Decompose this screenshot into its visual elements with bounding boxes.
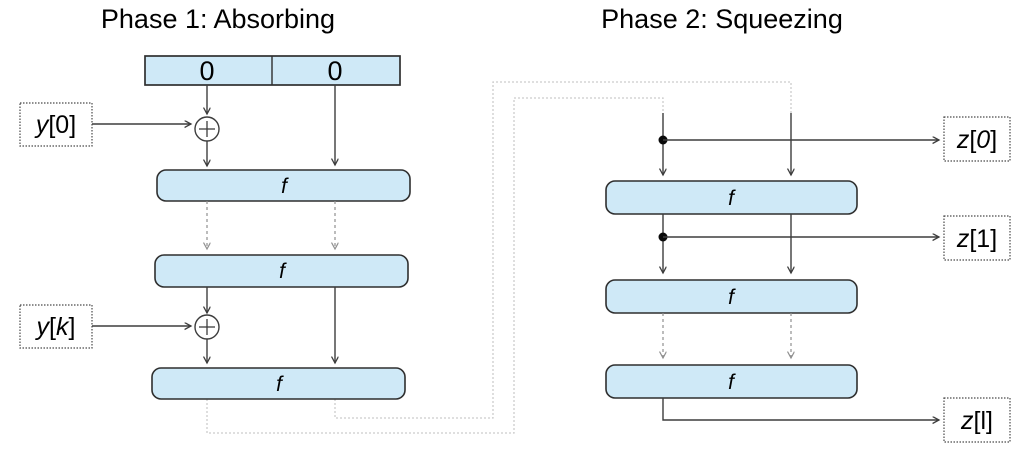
output-box-z1: z[1] <box>943 215 1011 261</box>
state-register: 0 0 <box>144 55 401 86</box>
input-box-yk: y[k] <box>19 304 93 349</box>
input-label-y0: y[0] <box>34 111 76 139</box>
phase1-title: Phase 1: Absorbing <box>101 4 335 34</box>
input-box-y0: y[0] <box>19 102 93 147</box>
output-label-z0: z[0] <box>956 126 997 154</box>
f-label: f <box>728 286 736 309</box>
arrow-sf3-to-zl <box>662 398 939 420</box>
input-label-yk: y[k] <box>35 313 76 341</box>
output-label-z1: z[1] <box>956 225 997 253</box>
f-label: f <box>281 175 289 198</box>
f-label: f <box>728 371 736 394</box>
register-cell-left: 0 <box>199 56 214 86</box>
output-box-zl: z[l] <box>943 397 1011 443</box>
phase2-title: Phase 2: Squeezing <box>601 4 843 34</box>
permutation-f-absorb-2: f <box>154 254 409 288</box>
wrap-line-inner <box>206 97 664 434</box>
f-label: f <box>276 373 284 396</box>
permutation-f-squeeze-3: f <box>605 364 858 399</box>
register-cell-right: 0 <box>327 56 342 86</box>
output-label-zl: z[l] <box>960 407 993 435</box>
f-label: f <box>279 260 287 283</box>
permutation-f-absorb-1: f <box>156 169 411 202</box>
xor-icon <box>194 314 220 340</box>
permutation-f-squeeze-1: f <box>605 180 858 215</box>
permutation-f-absorb-3: f <box>151 367 406 400</box>
f-label: f <box>728 187 736 210</box>
permutation-f-squeeze-2: f <box>605 279 858 314</box>
wrap-line-outer <box>334 81 792 419</box>
xor-icon <box>194 116 220 142</box>
output-box-z0: z[0] <box>943 116 1011 162</box>
